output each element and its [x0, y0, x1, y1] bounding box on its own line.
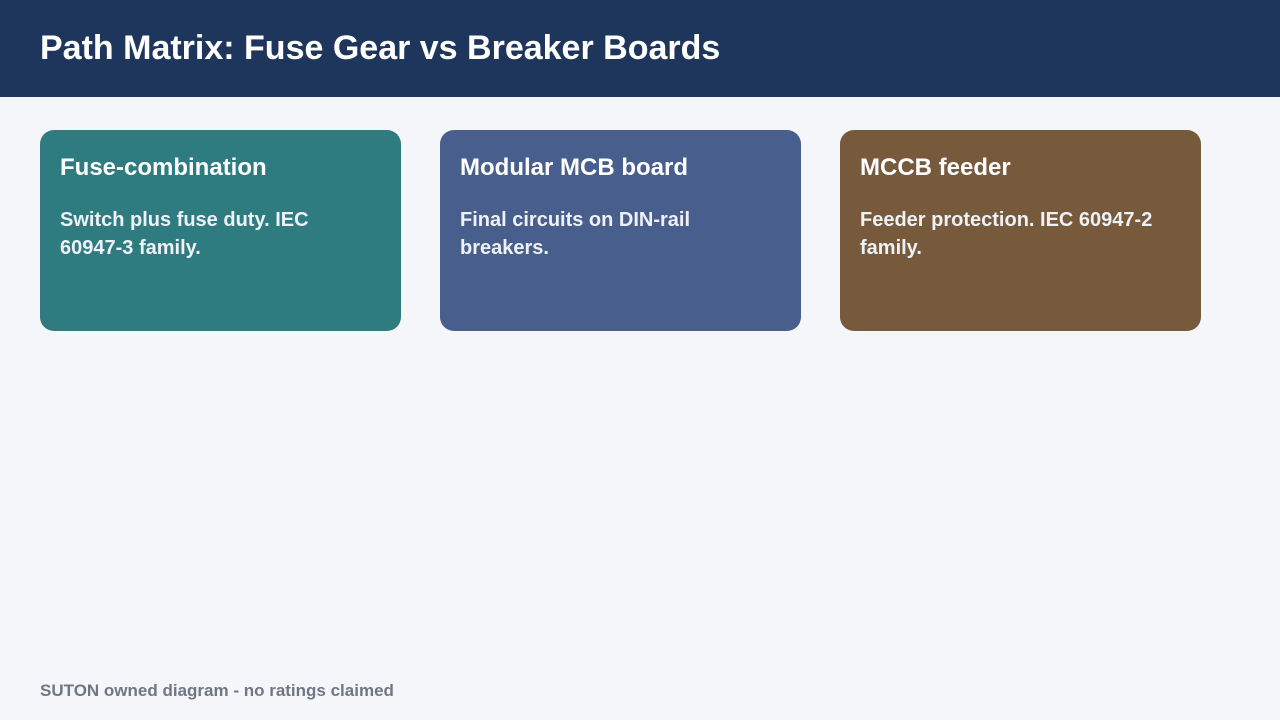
card-description: Feeder protection. IEC 60947-2 family.: [860, 209, 1153, 259]
card-modular-mcb-board: Modular MCB board Final circuits on DIN-…: [440, 130, 801, 331]
header-bar: Path Matrix: Fuse Gear vs Breaker Boards: [0, 0, 1280, 97]
card-title: Modular MCB board: [460, 154, 688, 181]
card-title: Fuse-combination: [60, 154, 267, 181]
card-fuse-combination: Fuse-combination Switch plus fuse duty. …: [40, 130, 401, 331]
footer-note: SUTON owned diagram - no ratings claimed: [40, 681, 394, 700]
page-title: Path Matrix: Fuse Gear vs Breaker Boards: [40, 29, 721, 67]
card-title: MCCB feeder: [860, 154, 1011, 181]
card-description: Switch plus fuse duty. IEC 60947-3 famil…: [60, 209, 309, 259]
card-description: Final circuits on DIN-rail breakers.: [460, 209, 691, 259]
card-mccb-feeder: MCCB feeder Feeder protection. IEC 60947…: [840, 130, 1201, 331]
